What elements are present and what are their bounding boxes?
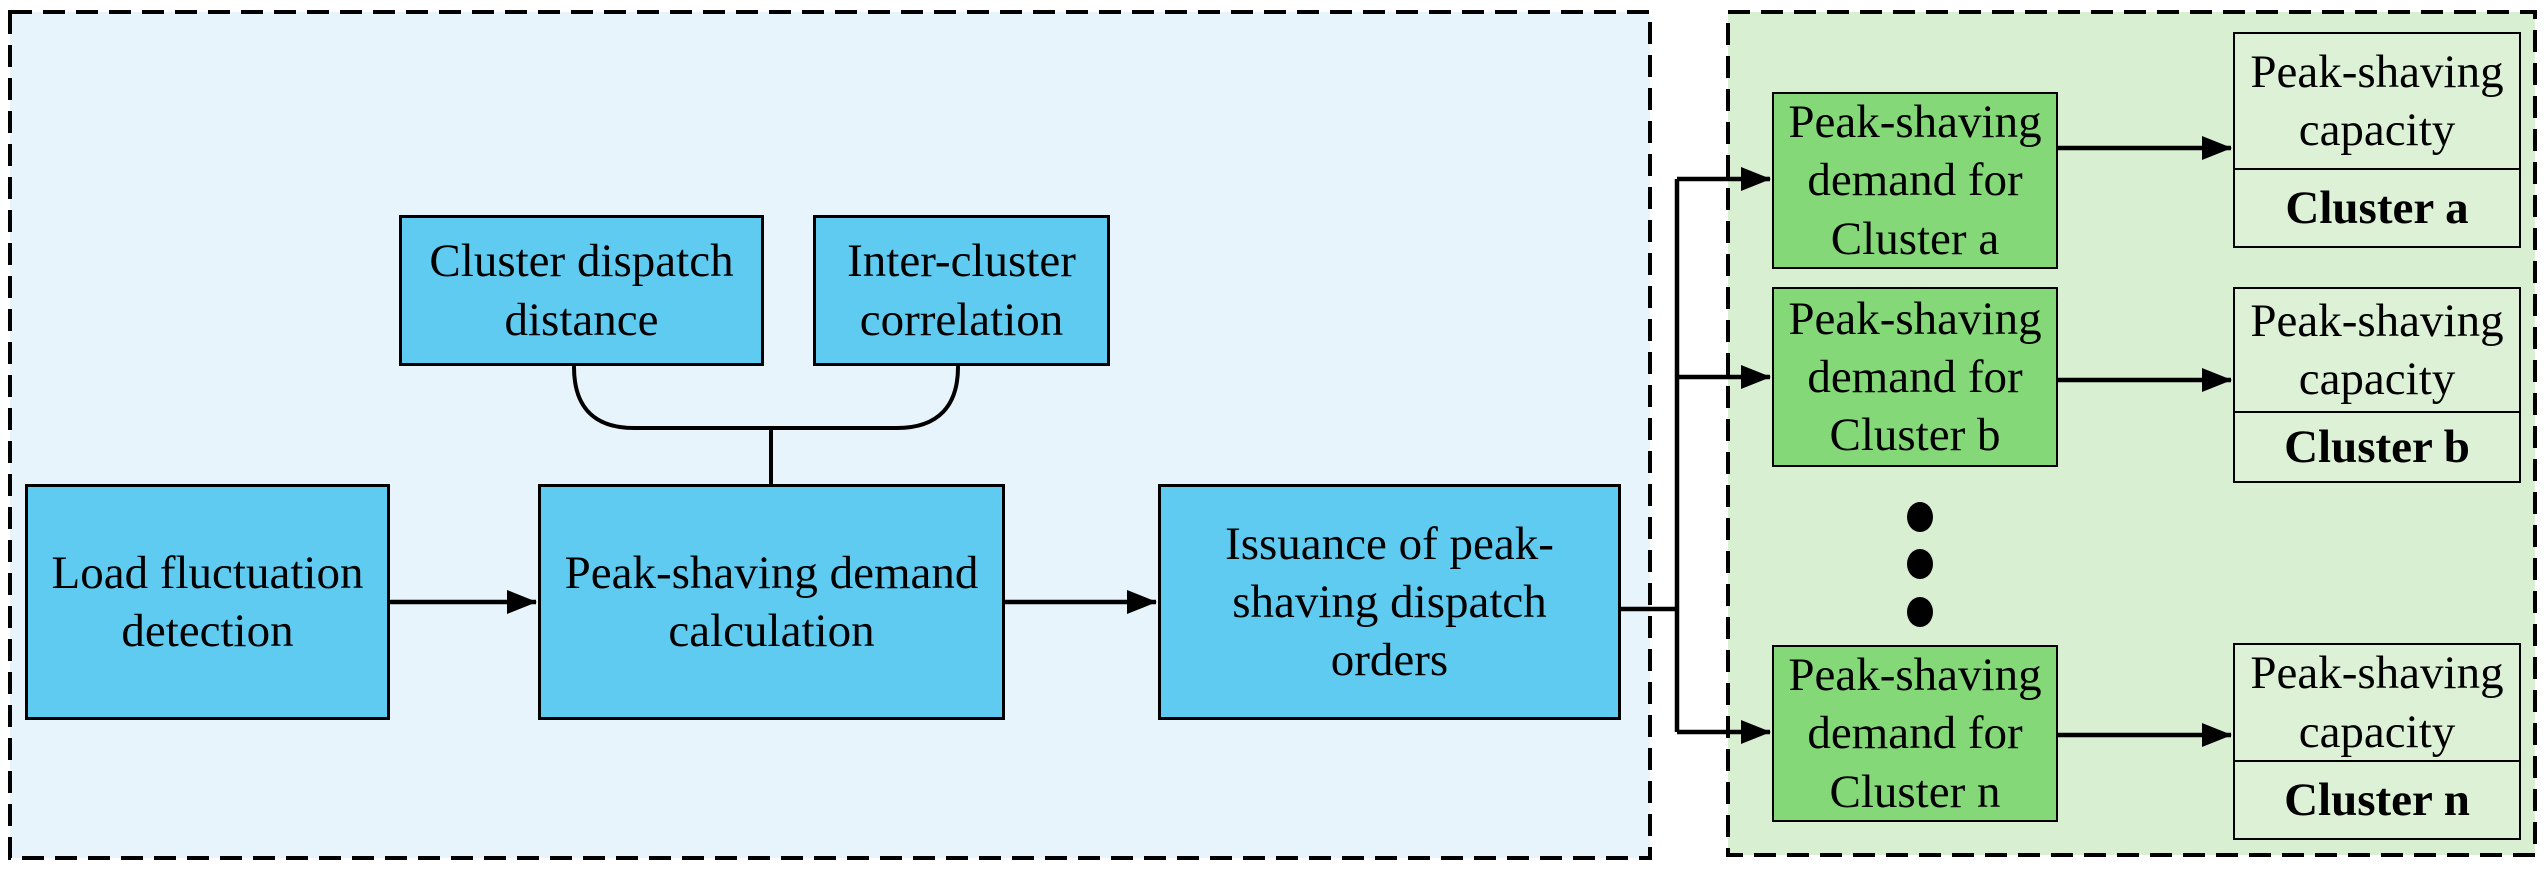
node-load-fluctuation-detection-label: Load fluctuation detection: [51, 546, 364, 657]
capacity-cluster-b-top-section: Peak-shaving capacity: [2235, 289, 2519, 413]
node-demand-cluster-a-label: Peak-shaving demand for Cluster a: [1788, 96, 2042, 265]
capacity-cluster-b-name: Cluster b: [2284, 420, 2470, 473]
capacity-cluster-a-top-section: Peak-shaving capacity: [2235, 34, 2519, 170]
node-issuance-dispatch-orders-label: Issuance of peak- shaving dispatch order…: [1225, 517, 1554, 687]
capacity-cluster-n-name: Cluster n: [2284, 773, 2470, 826]
node-issuance-dispatch-orders: Issuance of peak- shaving dispatch order…: [1158, 484, 1621, 720]
node-capacity-cluster-a: Peak-shaving capacity Cluster a: [2233, 32, 2521, 248]
capacity-cluster-a-name: Cluster a: [2285, 181, 2469, 234]
dispatch-process-panel: [10, 12, 1650, 858]
capacity-cluster-a-label: Peak-shaving capacity: [2250, 45, 2504, 156]
node-cluster-dispatch-distance: Cluster dispatch distance: [399, 215, 764, 366]
capacity-cluster-n-top-section: Peak-shaving capacity: [2235, 645, 2519, 762]
capacity-cluster-n-label: Peak-shaving capacity: [2250, 647, 2504, 758]
node-peak-shaving-demand-calculation: Peak-shaving demand calculation: [538, 484, 1005, 720]
node-peak-shaving-demand-calculation-label: Peak-shaving demand calculation: [564, 546, 979, 657]
node-capacity-cluster-n: Peak-shaving capacity Cluster n: [2233, 643, 2521, 840]
capacity-cluster-n-bottom-section: Cluster n: [2235, 762, 2519, 838]
node-load-fluctuation-detection: Load fluctuation detection: [25, 484, 390, 720]
capacity-cluster-b-bottom-section: Cluster b: [2235, 413, 2519, 481]
node-demand-cluster-a: Peak-shaving demand for Cluster a: [1772, 92, 2058, 269]
capacity-cluster-a-bottom-section: Cluster a: [2235, 170, 2519, 246]
node-inter-cluster-correlation-label: Inter-cluster correlation: [847, 235, 1076, 346]
node-demand-cluster-b: Peak-shaving demand for Cluster b: [1772, 287, 2058, 467]
node-demand-cluster-n-label: Peak-shaving demand for Cluster n: [1788, 649, 2042, 818]
node-capacity-cluster-b: Peak-shaving capacity Cluster b: [2233, 287, 2521, 483]
node-inter-cluster-correlation: Inter-cluster correlation: [813, 215, 1110, 366]
node-demand-cluster-n: Peak-shaving demand for Cluster n: [1772, 645, 2058, 822]
capacity-cluster-b-label: Peak-shaving capacity: [2250, 294, 2504, 405]
node-cluster-dispatch-distance-label: Cluster dispatch distance: [429, 235, 734, 346]
node-demand-cluster-b-label: Peak-shaving demand for Cluster b: [1788, 292, 2042, 462]
